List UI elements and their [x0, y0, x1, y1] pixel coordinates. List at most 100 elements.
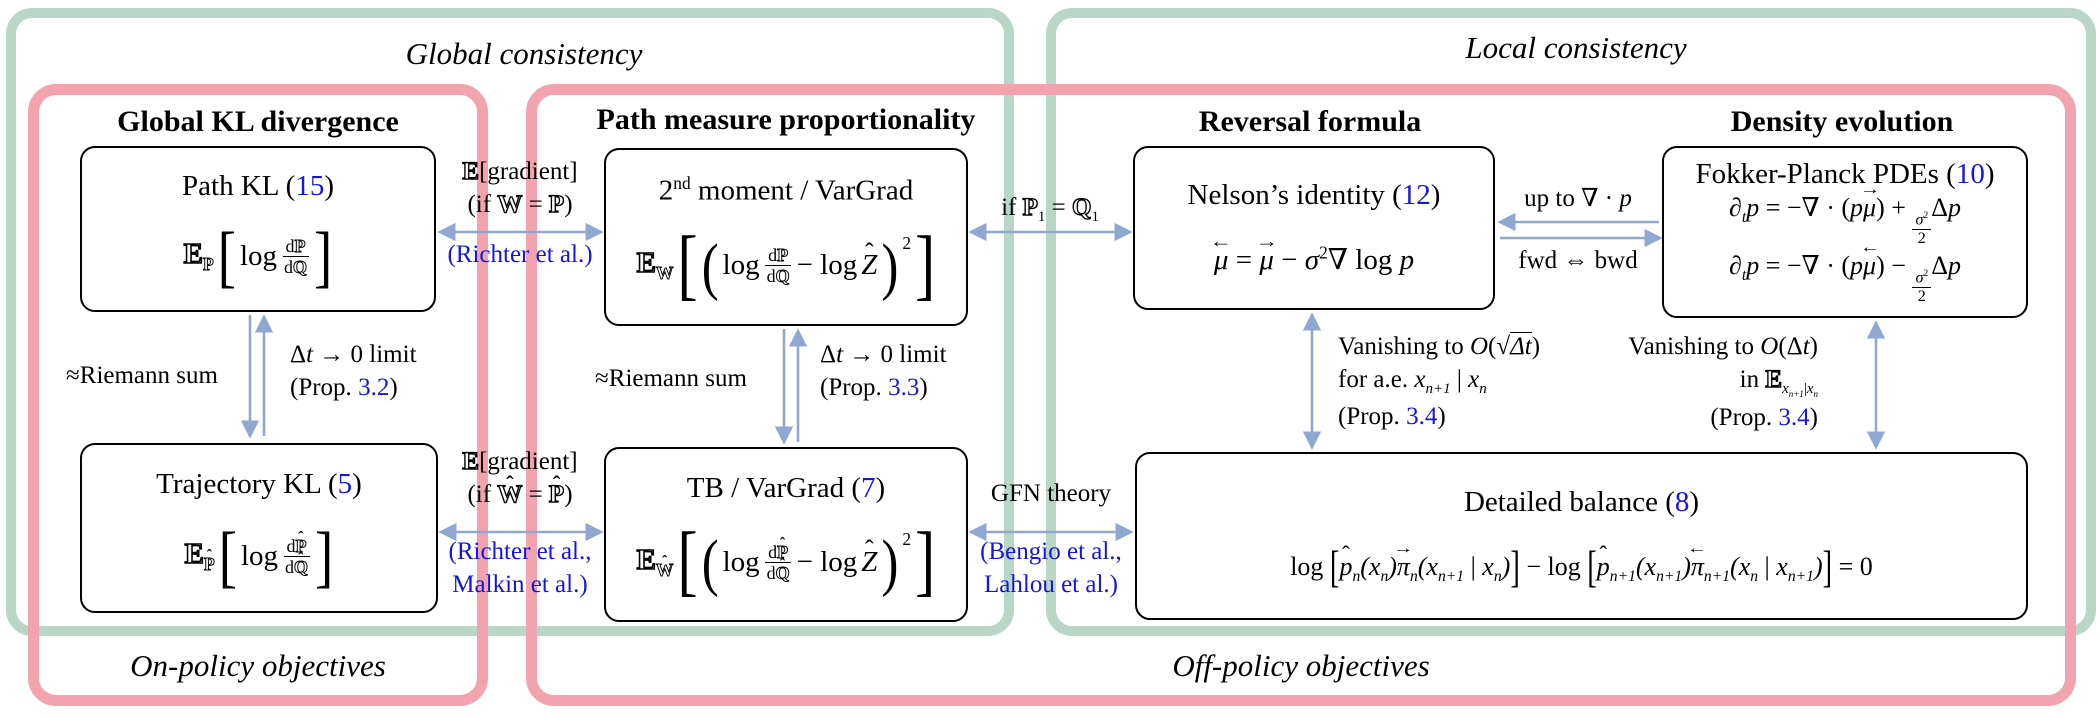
math-token: n: [1380, 567, 1389, 585]
math-token: ): [1501, 551, 1511, 581]
math-token: 2: [658, 174, 674, 207]
ref-link-prop-3-2[interactable]: 3.2: [358, 374, 390, 401]
math-token: n+1: [1656, 567, 1683, 585]
math-token: 2: [902, 232, 912, 253]
math-token: up to ∇ ·: [1524, 185, 1620, 212]
math-token: (Prop. 3.4): [1338, 400, 1540, 433]
math-token: n: [1409, 567, 1418, 585]
ref-link-10[interactable]: 10: [1955, 157, 1985, 190]
math-token: x: [1806, 381, 1814, 397]
math-token: μ: [1863, 251, 1876, 281]
math-token: d: [284, 257, 294, 277]
box-fokker-planck: Fokker-Planck PDEs (10) ∂tp = −∇ · (pμ) …: [1662, 146, 2028, 318]
math-token: ]: [915, 518, 936, 606]
math-token: σ: [1915, 269, 1924, 287]
math-token: = 0: [1832, 551, 1873, 581]
math-token: in Exn+1|xn: [1628, 363, 1818, 401]
math-token: ): [1984, 157, 1995, 190]
math-token: n: [1352, 568, 1360, 585]
ref-link-5[interactable]: 5: [337, 468, 353, 501]
math-token: 2: [902, 529, 912, 550]
math-token: t: [1742, 267, 1746, 284]
math-token: EP: [183, 237, 215, 275]
math-token: E: [1765, 365, 1783, 393]
math-token: − log: [796, 545, 858, 578]
math-token: dP: [765, 245, 792, 267]
math-token: ): [564, 480, 573, 508]
ref-link-15[interactable]: 15: [295, 170, 325, 202]
ref-link-7[interactable]: 7: [861, 471, 876, 504]
math-token: σ2: [1912, 268, 1932, 289]
math-token: ): [919, 374, 928, 401]
math-token: dP: [283, 535, 310, 557]
math-token: nd: [673, 173, 691, 194]
math-token: d: [766, 266, 776, 287]
math-token: E: [183, 237, 204, 271]
math-token: P: [294, 235, 306, 256]
ref-link-12[interactable]: 12: [1401, 178, 1431, 211]
math-token: μ: [1863, 193, 1876, 223]
math-token: n+1: [1610, 568, 1636, 585]
math-token: μ: [1259, 244, 1274, 277]
box-detailed-balance: Detailed balance (8) log [pn(xn)πn(xn+1 …: [1135, 452, 2028, 620]
math-token: =: [1228, 244, 1260, 277]
math-token: ∇ log: [1327, 244, 1400, 277]
math-token: ): [389, 374, 398, 401]
math-token: d: [768, 541, 778, 562]
math-token: Fokker-Planck PDEs (: [1695, 157, 1956, 190]
math-token: = −∇ · (: [1759, 250, 1851, 280]
math-token: [: [1587, 544, 1597, 593]
math-token: log: [1290, 551, 1330, 581]
math-token: n+1: [1788, 389, 1804, 399]
math-token: n+1: [1703, 567, 1731, 585]
math-token: p: [1850, 250, 1864, 280]
math-token: 1: [1037, 209, 1046, 225]
math-token: π: [1397, 552, 1410, 582]
math-token: (if W = P): [462, 189, 577, 222]
header-global-kl-divergence: Global KL divergence: [117, 105, 399, 138]
math-token: n+1: [1438, 568, 1464, 585]
math-token: |: [1758, 551, 1777, 581]
math-token: log: [239, 240, 278, 272]
frame-global-consistency: [6, 8, 1014, 636]
math-token: moment / VarGrad: [690, 174, 914, 207]
math-token: t: [1741, 266, 1747, 284]
math-token: Nelson’s identity (: [1187, 178, 1402, 211]
header-reversal-formula: Reversal formula: [1198, 105, 1422, 138]
ref-link-8[interactable]: 8: [1674, 486, 1690, 519]
math-token: ): [1437, 402, 1446, 430]
math-token: ]: [1822, 544, 1833, 593]
math-token: Δt → 0 limit: [820, 338, 947, 371]
math-token: Vanishing to O(Δt): [1628, 330, 1818, 363]
ref-link-prop-3-4b[interactable]: 3.4: [1778, 403, 1810, 431]
citation-richter[interactable]: (Richter et al.): [447, 241, 593, 268]
citation-bengio-lahlou[interactable]: (Bengio et al., Lahlou et al.): [980, 536, 1122, 601]
frame-local-consistency: [1046, 8, 2096, 636]
math-token: (: [701, 527, 719, 598]
math-token: n: [1494, 568, 1502, 585]
edge-label-fwd-bwd: fwd ⇔ bwd: [1518, 247, 1638, 274]
ref-link-prop-3-3[interactable]: 3.3: [888, 374, 920, 401]
math-token: σ: [1304, 244, 1320, 277]
frame-on-policy: [28, 84, 488, 706]
math-token: n+1: [1609, 567, 1636, 585]
math-token: P: [202, 253, 215, 274]
math-token: n+1: [1787, 567, 1814, 585]
math-token: (if W = P): [462, 479, 577, 512]
citation-richter-malkin[interactable]: (Richter et al., Malkin et al.): [449, 536, 592, 601]
math-token: ): [1809, 333, 1818, 360]
math-token: (x: [1417, 551, 1438, 581]
ref-link-prop-3-4a[interactable]: 3.4: [1406, 402, 1438, 430]
math-token: n+1: [1789, 389, 1804, 399]
math-token: t: [1742, 209, 1746, 226]
math-token: n+1: [1425, 381, 1450, 397]
math-token: d: [285, 235, 295, 256]
math-token: Trajectory KL (: [156, 468, 338, 501]
